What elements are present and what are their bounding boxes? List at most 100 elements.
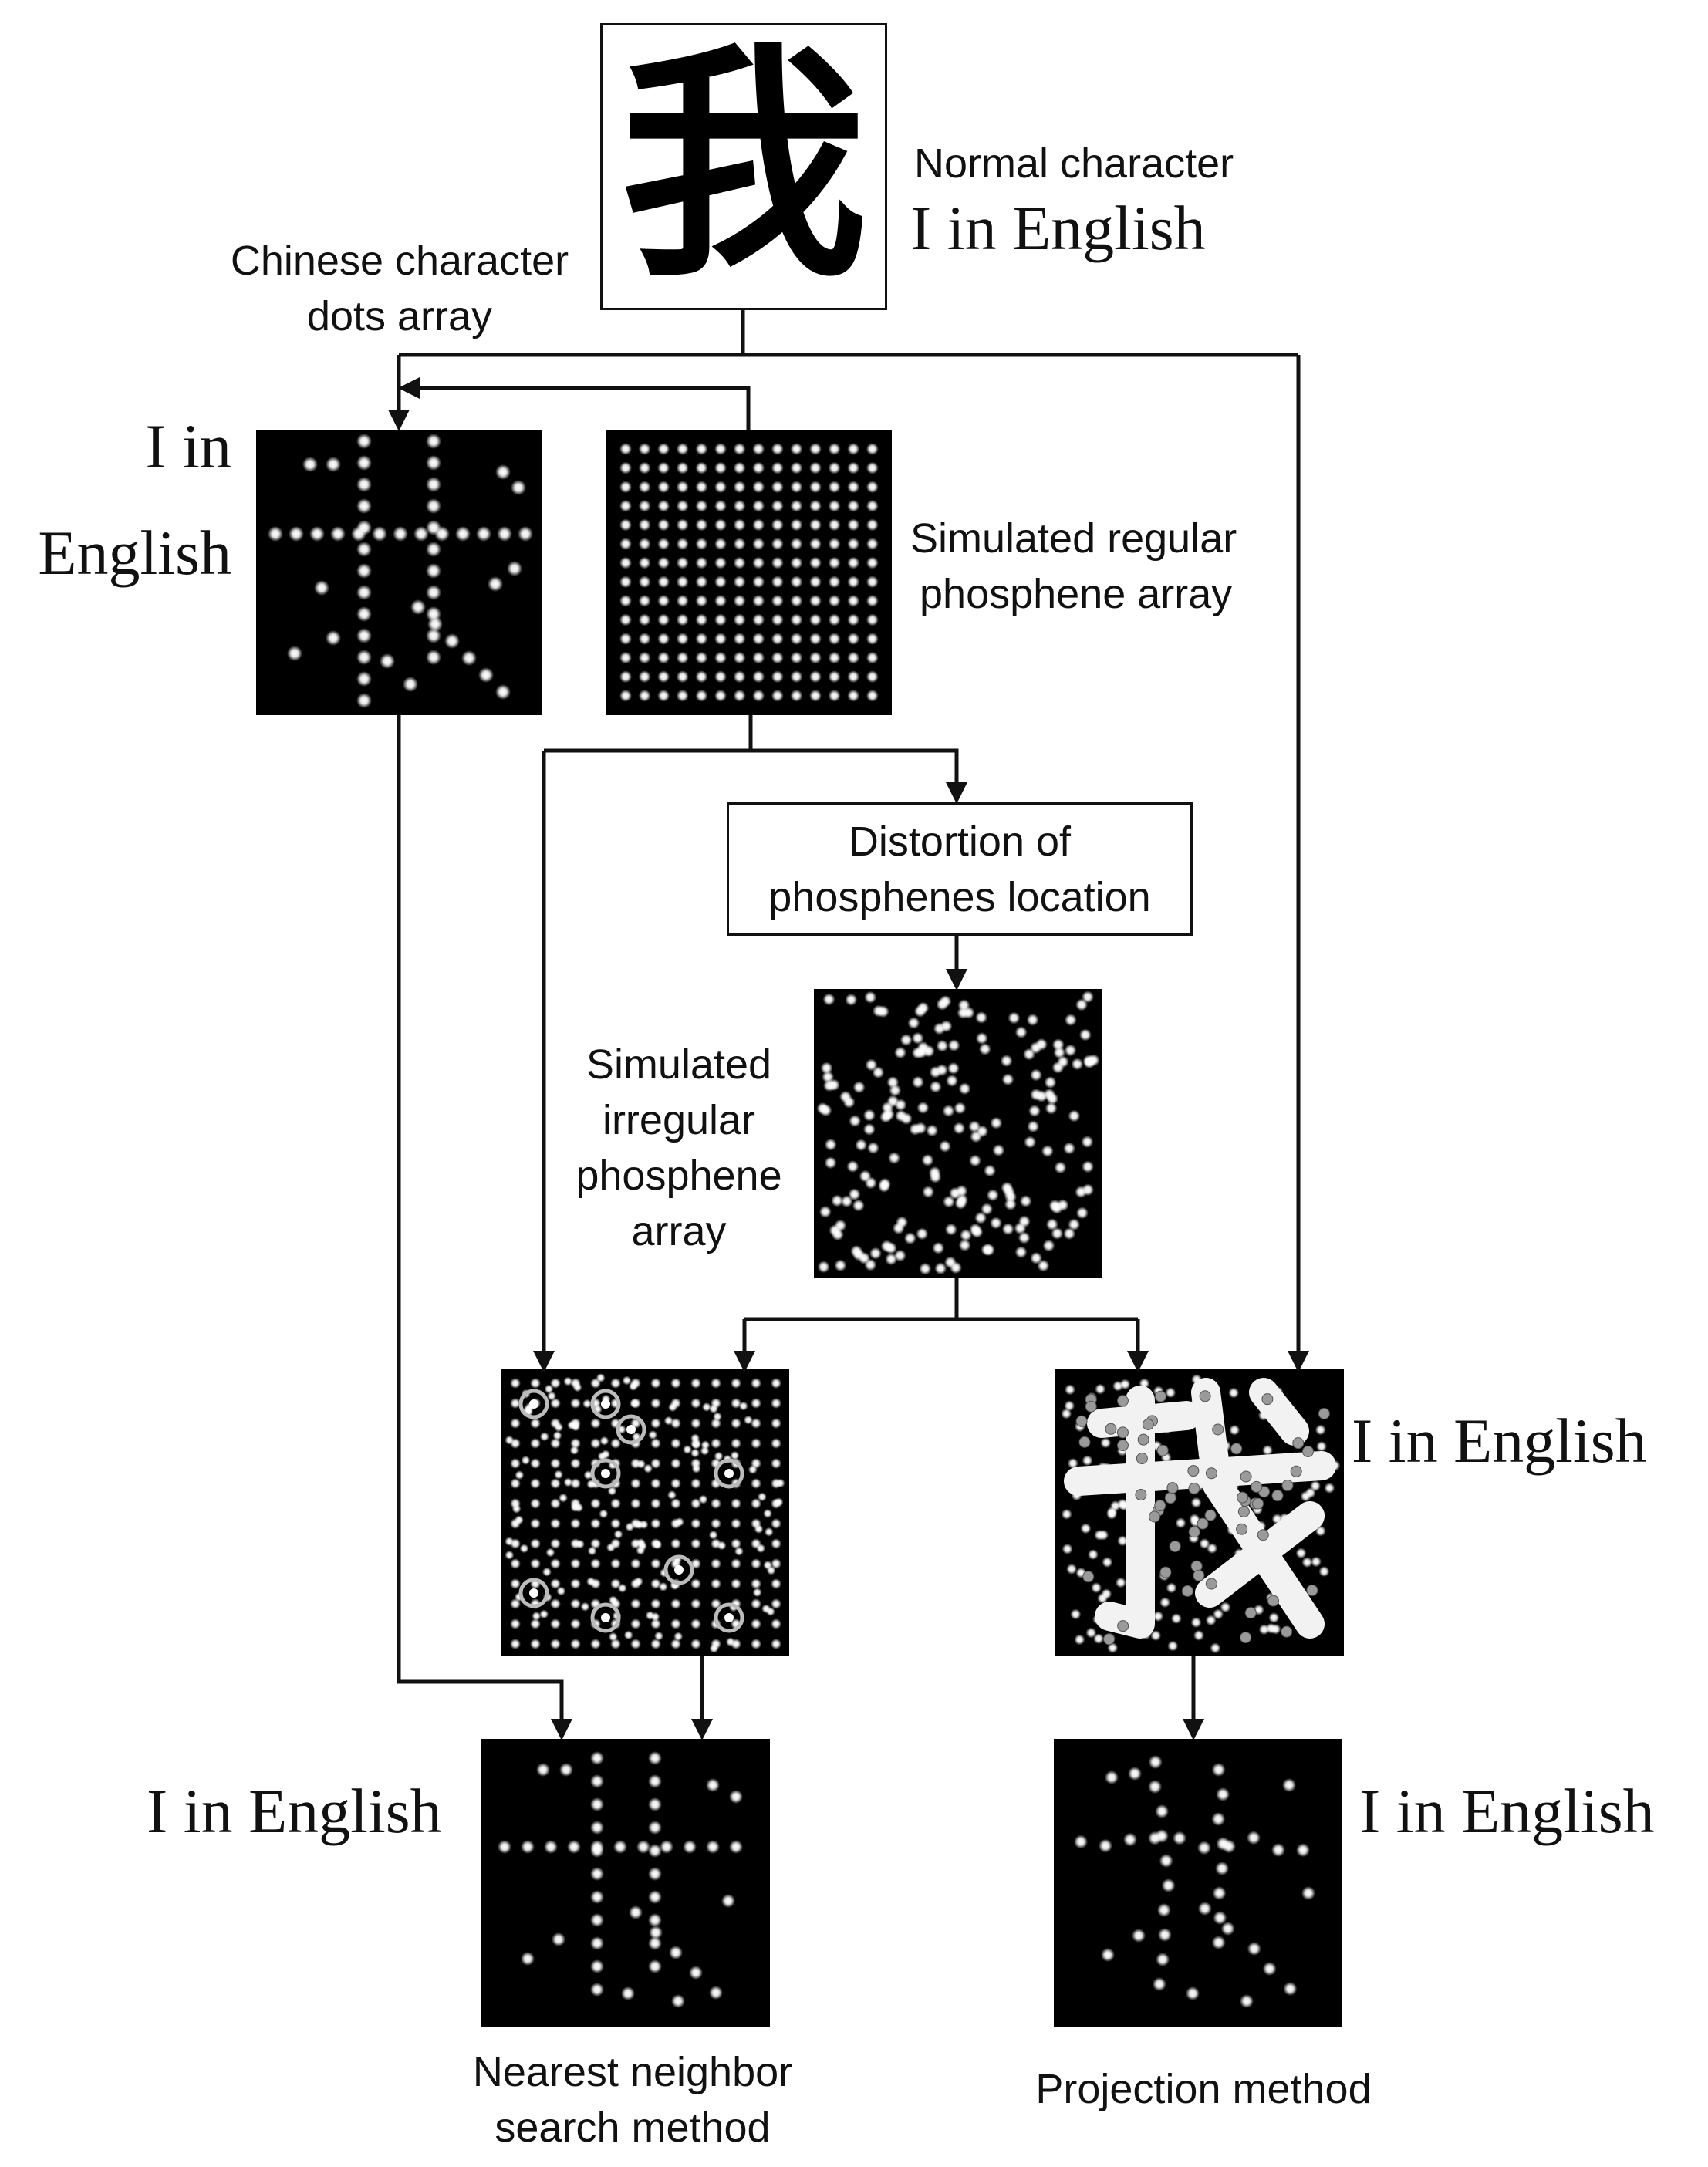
phosphene-dot xyxy=(711,1498,721,1509)
phosphene-dot xyxy=(733,443,746,455)
phosphene-dot xyxy=(676,633,689,645)
phosphene-dot xyxy=(1229,1424,1240,1436)
left-meaning-label: I in English xyxy=(15,393,231,606)
phosphene-dot xyxy=(1001,1073,1014,1086)
phosphene-dot xyxy=(819,1104,832,1117)
phosphene-dot xyxy=(289,526,304,542)
phosphene-dot xyxy=(771,1578,781,1589)
phosphene-dot xyxy=(921,1153,934,1166)
phosphene-dot xyxy=(690,1578,701,1589)
phosphene-dot xyxy=(530,1478,541,1489)
phosphene-dot xyxy=(636,1459,646,1469)
phosphene-dot xyxy=(510,1418,521,1429)
phosphene-dot xyxy=(852,1199,865,1212)
phosphene-dot xyxy=(518,526,533,542)
phosphene-dot xyxy=(907,1017,920,1030)
phosphene-dot xyxy=(1061,1508,1072,1520)
phosphene-dot xyxy=(426,563,441,579)
phosphene-dot xyxy=(510,1398,521,1409)
phosphene-dot xyxy=(878,1180,891,1193)
phosphene-dot xyxy=(649,1926,663,1939)
phosphene-dot xyxy=(650,1438,661,1449)
connector-to-distortion xyxy=(544,748,967,804)
phosphene-dot xyxy=(701,1402,711,1412)
phosphene-dot xyxy=(958,1239,971,1252)
phosphene-dot xyxy=(563,1376,573,1386)
phosphene-dot xyxy=(356,434,372,449)
phosphene-dot xyxy=(619,499,632,512)
phosphene-dot xyxy=(1281,1479,1294,1491)
phosphene-dot xyxy=(1211,1812,1226,1826)
phosphene-dot xyxy=(714,689,727,702)
phosphene-dot xyxy=(858,1251,871,1264)
phosphene-dot xyxy=(731,1558,741,1569)
phosphene-dot xyxy=(1030,1068,1043,1082)
phosphene-dot xyxy=(515,1470,525,1480)
phosphene-dot xyxy=(1105,1423,1117,1435)
phosphene-dot xyxy=(752,1588,762,1598)
phosphene-dot xyxy=(1300,1490,1311,1502)
phosphene-dot xyxy=(942,1104,955,1117)
phosphene-dot xyxy=(984,1164,997,1177)
phosphene-dot xyxy=(938,1139,951,1153)
phosphene-dot xyxy=(756,1544,766,1554)
phosphene-dot xyxy=(630,1639,641,1649)
phosphene-dot xyxy=(876,1005,889,1018)
phosphene-dot xyxy=(1035,1089,1048,1102)
phosphene-dot xyxy=(866,651,879,664)
phosphene-dot xyxy=(676,538,689,550)
phosphene-dot xyxy=(771,651,784,664)
phosphene-dot xyxy=(648,1913,662,1927)
projection-image xyxy=(1061,1374,1341,1654)
phosphene-dot xyxy=(657,461,670,474)
phosphene-dot xyxy=(809,556,822,569)
phosphene-dot xyxy=(1051,1061,1065,1074)
phosphene-dot xyxy=(638,613,651,626)
phosphene-dot xyxy=(752,461,765,474)
phosphene-dot xyxy=(650,1558,661,1569)
phosphene-dot xyxy=(638,576,651,589)
phosphene-dot xyxy=(542,1567,552,1577)
phosphene-dot xyxy=(638,518,651,532)
phosphene-dot xyxy=(958,1082,971,1095)
phosphene-dot xyxy=(1240,1470,1252,1483)
phosphene-dot xyxy=(356,585,372,600)
phosphene-dot xyxy=(590,1797,604,1811)
phosphene-dot xyxy=(650,1598,661,1609)
phosphene-dot xyxy=(556,1586,566,1596)
phosphene-dot xyxy=(590,1844,604,1858)
phosphene-dot xyxy=(714,594,727,607)
phosphene-dot xyxy=(733,594,746,607)
phosphene-dot xyxy=(824,1138,837,1151)
phosphene-dot xyxy=(497,526,512,542)
phosphene-dot xyxy=(1290,1465,1302,1477)
dots-array-label-line-1: Chinese character xyxy=(230,238,569,284)
phosphene-dot xyxy=(587,1546,597,1556)
phosphene-dot xyxy=(1019,1194,1032,1207)
phosphene-dot xyxy=(683,1840,697,1854)
phosphene-dot xyxy=(650,1378,661,1389)
phosphene-dot xyxy=(911,1031,924,1045)
phosphene-dot xyxy=(505,1435,515,1445)
phosphene-dot xyxy=(498,1840,511,1854)
phosphene-dot xyxy=(648,1890,662,1904)
phosphene-dot xyxy=(828,594,841,607)
phosphene-dot xyxy=(1271,1490,1284,1502)
phosphene-dot xyxy=(1252,1497,1264,1510)
phosphene-dot xyxy=(929,1065,942,1078)
phosphene-dot xyxy=(426,434,441,449)
phosphene-dot xyxy=(731,1538,741,1549)
phosphene-dot xyxy=(695,499,708,512)
phosphene-dot xyxy=(822,993,835,1006)
match-ring xyxy=(590,1389,621,1419)
phosphene-dot xyxy=(903,1232,916,1245)
phosphene-dot xyxy=(936,997,949,1011)
phosphene-dot xyxy=(846,1160,859,1173)
left-meaning-label-line-2: English xyxy=(38,518,231,588)
phosphene-dot xyxy=(619,651,632,664)
phosphene-dot xyxy=(975,1011,988,1024)
phosphene-dot xyxy=(690,1498,701,1509)
phosphene-dot xyxy=(1262,1962,1277,1976)
phosphene-dot xyxy=(356,650,372,665)
phosphene-dot xyxy=(1301,1886,1315,1900)
